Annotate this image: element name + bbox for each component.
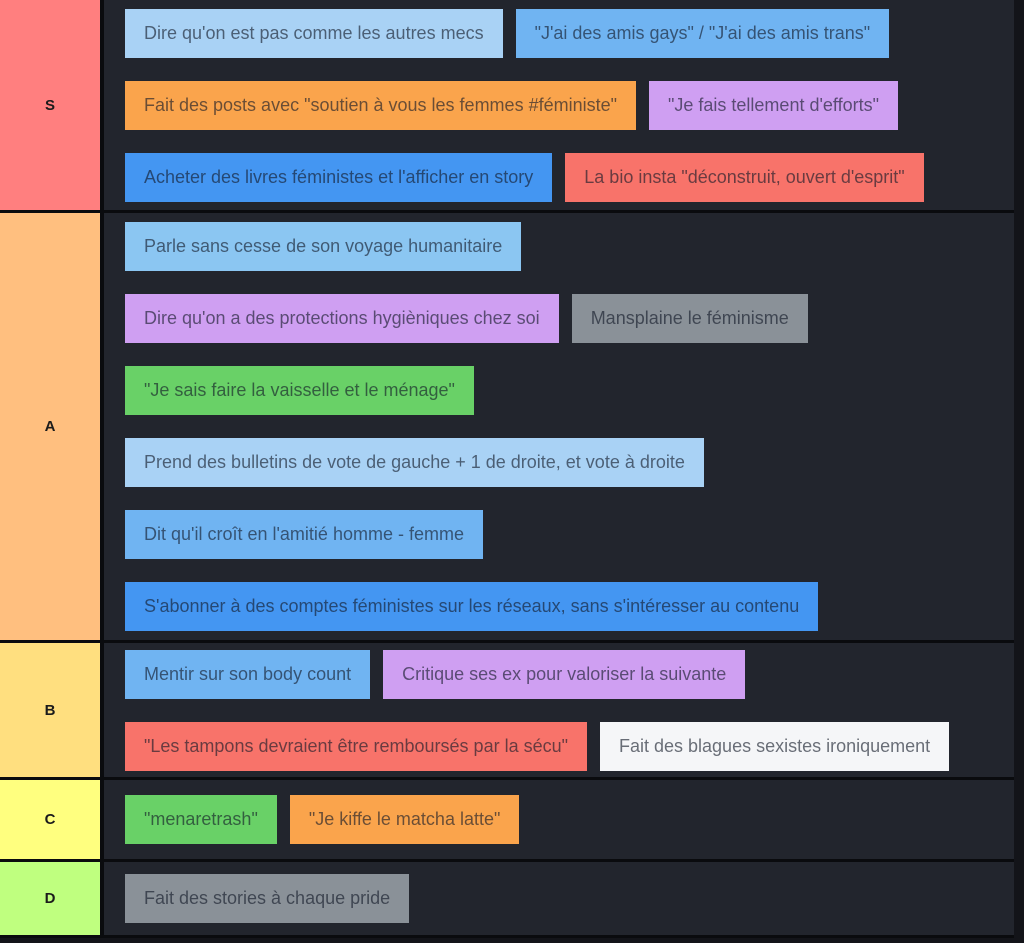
tier-item-line: Fait des stories à chaque pride [125,874,1014,923]
tier-row-A: A Parle sans cesse de son voyage humanita… [0,213,1014,643]
tier-item[interactable]: Dit qu'il croît en l'amitié homme - femm… [125,510,483,559]
tier-item-line: "Je sais faire la vaisselle et le ménage… [125,366,1014,415]
tier-row-D: D Fait des stories à chaque pride [0,862,1014,938]
tier-item[interactable]: Parle sans cesse de son voyage humanitai… [125,222,522,271]
tier-item[interactable]: S'abonner à des comptes féministes sur l… [125,582,819,631]
tier-item[interactable]: Fait des stories à chaque pride [125,874,410,923]
tier-item[interactable]: "Je fais tellement d'efforts" [649,80,898,130]
tier-label-B: B [0,643,104,777]
tier-content-D: Fait des stories à chaque pride [104,862,1014,935]
tier-label-D: D [0,862,104,935]
tier-item-line: "Les tampons devraient être remboursés p… [125,721,1014,771]
tier-item[interactable]: Acheter des livres féministes et l'affic… [125,152,553,202]
tier-item-line: Dire qu'on est pas comme les autres mecs… [125,8,1014,58]
tier-item[interactable]: "Je kiffe le matcha latte" [289,795,520,844]
tier-content-C: "menaretrash""Je kiffe le matcha latte" [104,780,1014,859]
tier-row-C: C "menaretrash""Je kiffe le matcha latte" [0,780,1014,862]
tier-item[interactable]: Prend des bulletins de vote de gauche + … [125,438,704,487]
tier-item[interactable]: "Les tampons devraient être remboursés p… [125,721,587,771]
tier-item[interactable]: Dire qu'on est pas comme les autres mecs [125,8,503,58]
tier-row-S: S Dire qu'on est pas comme les autres mec… [0,0,1014,213]
tier-item-line: Acheter des livres féministes et l'affic… [125,152,1014,202]
tier-item[interactable]: Mansplaine le féminisme [571,294,808,343]
tier-item-line: Dit qu'il croît en l'amitié homme - femm… [125,510,1014,559]
tier-item[interactable]: Dire qu'on a des protections hygièniques… [125,294,559,343]
tier-item[interactable]: "J'ai des amis gays" / "J'ai des amis tr… [515,8,890,58]
tier-item-line: "menaretrash""Je kiffe le matcha latte" [125,795,1014,844]
tier-item-line: Prend des bulletins de vote de gauche + … [125,438,1014,487]
tier-item-line: S'abonner à des comptes féministes sur l… [125,582,1014,631]
tier-item[interactable]: Fait des posts avec "soutien à vous les … [125,80,636,130]
tier-item[interactable]: Critique ses ex pour valoriser la suivan… [383,649,746,699]
tier-item[interactable]: "Je sais faire la vaisselle et le ménage… [125,366,474,415]
tier-label-S: S [0,0,104,210]
tier-item[interactable]: Fait des blagues sexistes ironiquement [600,721,950,771]
tier-item-line: Fait des posts avec "soutien à vous les … [125,80,1014,130]
tier-item[interactable]: Mentir sur son body count [125,649,371,699]
tier-item-line: Parle sans cesse de son voyage humanitai… [125,222,1014,271]
tier-item-line: Dire qu'on a des protections hygièniques… [125,294,1014,343]
tier-label-C: C [0,780,104,859]
tier-content-A: Parle sans cesse de son voyage humanitai… [104,213,1014,640]
tier-item[interactable]: "menaretrash" [125,795,277,844]
tier-item[interactable]: La bio insta "déconstruit, ouvert d'espr… [565,152,924,202]
tier-label-A: A [0,213,104,640]
tier-content-S: Dire qu'on est pas comme les autres mecs… [104,0,1014,210]
